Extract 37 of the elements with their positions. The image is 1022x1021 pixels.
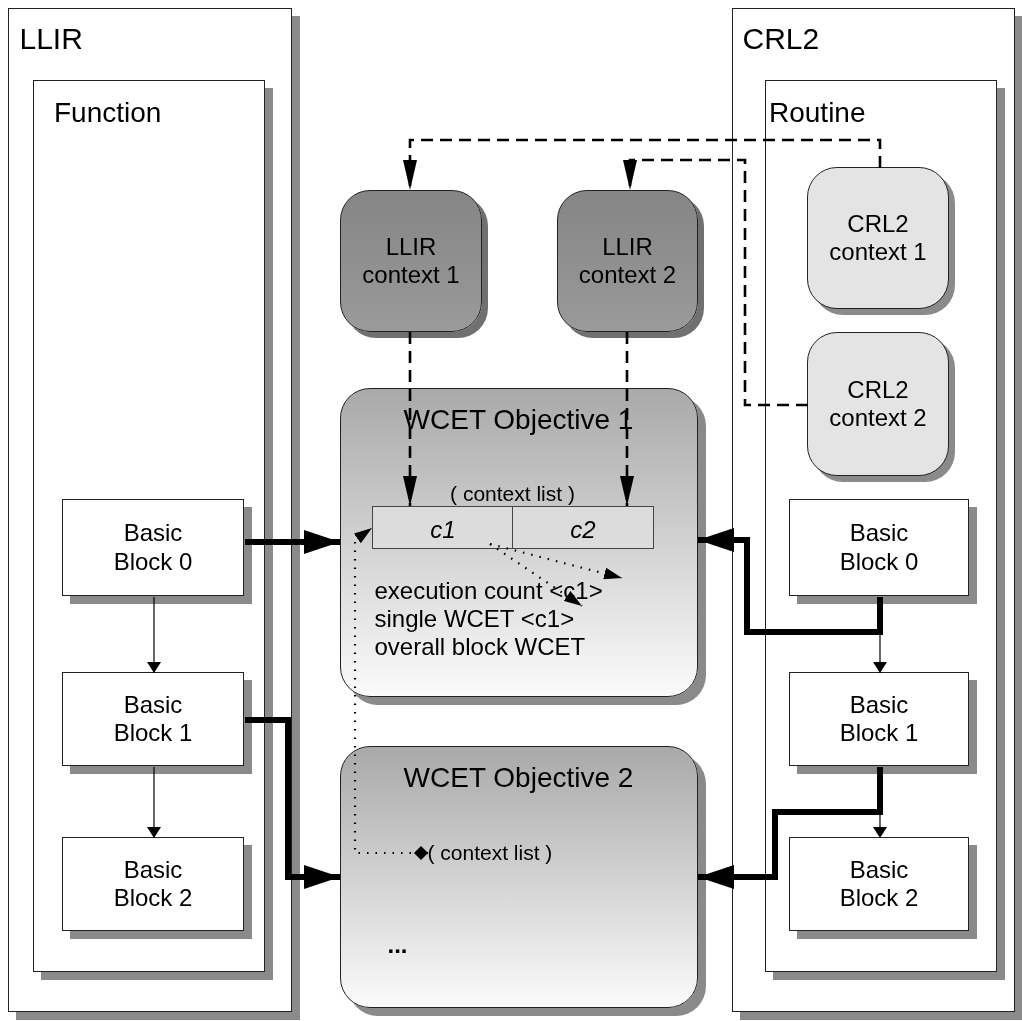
table-heading: ( context list ) [427,840,553,864]
box-label: CRL2 context 1 [828,209,928,267]
panel-title: LLIR [19,21,83,55]
panel-title: Routine [769,98,866,129]
arrow [698,767,883,889]
box-label: Basic Block 0 [112,519,194,576]
arrow [698,528,883,635]
arrow [245,717,340,889]
dashed-arrow [623,158,808,407]
context-cell [371,505,513,549]
panel-title: CRL2 [742,21,820,55]
dotted-arrow [489,542,623,580]
panel-title: Function [54,98,162,129]
box-label: Basic Block 2 [112,855,194,913]
box-label: Basic Block 2 [838,855,920,913]
box-label: Basic Block 1 [112,690,194,748]
table-heading: ( context list ) [449,481,576,505]
box-label: LLIR context 1 [361,232,461,290]
arrow [147,766,161,839]
attribute-text: overall block WCET [374,633,586,660]
context-cell [512,505,654,549]
cell-text: c1 [429,516,457,543]
cell-text: c2 [569,516,597,543]
arrow [147,596,161,674]
box-label: Basic Block 0 [838,519,920,576]
ellipsis-text: ... [387,931,408,958]
arrow [245,530,340,554]
dotted-arrow [489,543,583,607]
dashed-arrow [403,138,882,190]
dashed-arrow [620,332,634,506]
dotted-arrow [353,527,428,860]
objective-title: WCET Objective 2 [402,762,635,794]
dashed-arrow [403,332,417,506]
box-label: Basic Block 1 [838,690,920,748]
attribute-text: single WCET <c1> [374,605,575,632]
box-label: CRL2 context 2 [828,375,928,433]
box-label: LLIR context 2 [577,232,678,290]
